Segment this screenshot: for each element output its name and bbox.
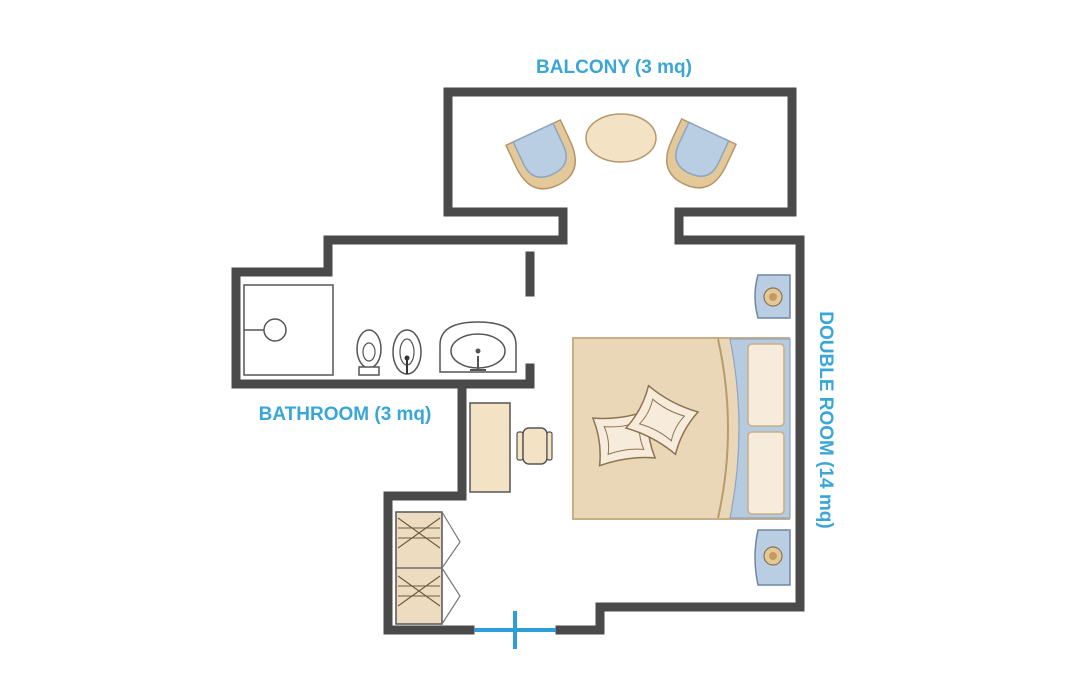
sink-icon: [439, 321, 517, 373]
armchair-icon: [665, 117, 738, 189]
toilet-icon: [356, 329, 382, 376]
round-table-icon: [585, 113, 657, 163]
double-bed-icon: [572, 337, 791, 520]
bathroom-label: BATHROOM (3 mq): [259, 404, 432, 425]
desk-chair-icon: [516, 427, 553, 465]
armchair-icon: [504, 118, 577, 190]
walls: [231, 87, 805, 635]
nightstand-lamp-icon: [754, 274, 791, 319]
entrance-door-icon: [474, 611, 556, 649]
balcony-enclosure-wall: [443, 87, 805, 635]
wardrobe-icon: [395, 511, 461, 625]
double-room-label: DOUBLE ROOM (14 mq): [815, 311, 836, 528]
bidet-icon: [392, 329, 422, 375]
nightstand-lamp-icon: [754, 529, 791, 586]
shower-icon: [243, 284, 334, 376]
desk-icon: [469, 402, 511, 493]
balcony-wall: [231, 207, 568, 635]
balcony-label: BALCONY (3 mq): [536, 57, 692, 78]
